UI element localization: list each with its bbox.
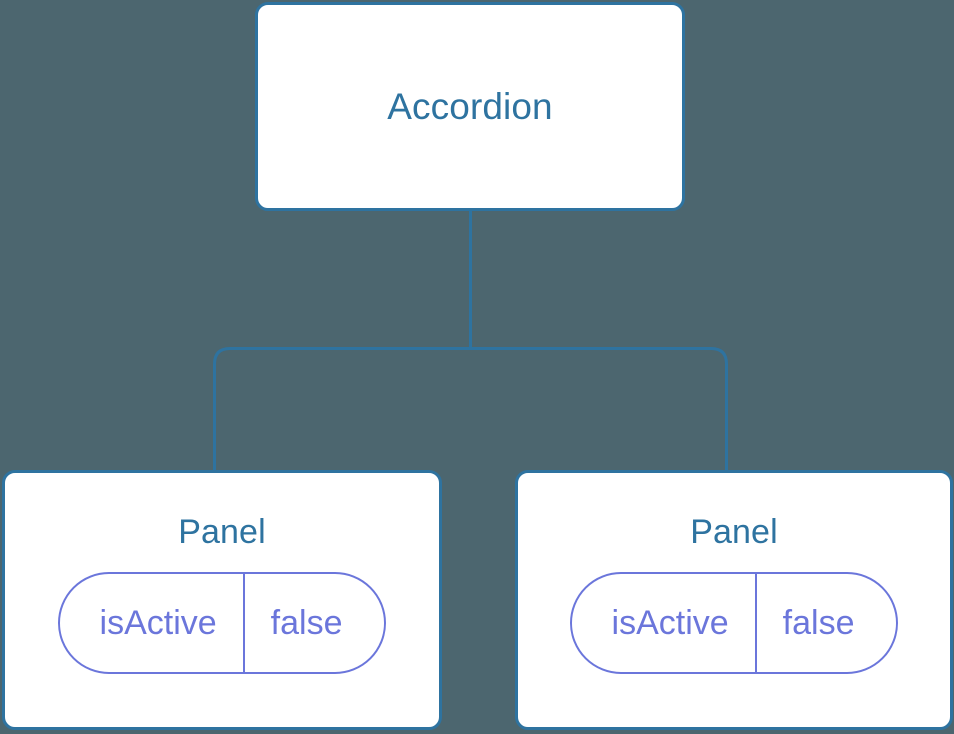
connector-bus-left: [213, 347, 471, 472]
node-title: Panel: [690, 513, 778, 551]
prop-badge-isactive[interactable]: isActive false: [569, 572, 899, 674]
prop-badge-isactive[interactable]: isActive false: [57, 572, 387, 674]
node-accordion[interactable]: Accordion: [255, 2, 685, 211]
prop-value: false: [782, 604, 855, 642]
node-panel-0[interactable]: Panel isActive false: [2, 470, 442, 730]
prop-key: isActive: [572, 574, 757, 672]
prop-value: false: [270, 604, 343, 642]
node-title: Accordion: [387, 86, 553, 127]
node-panel-1[interactable]: Panel isActive false: [515, 470, 953, 730]
prop-key: isActive: [60, 574, 245, 672]
node-title: Panel: [178, 513, 266, 551]
connector-bus-right: [470, 347, 728, 472]
